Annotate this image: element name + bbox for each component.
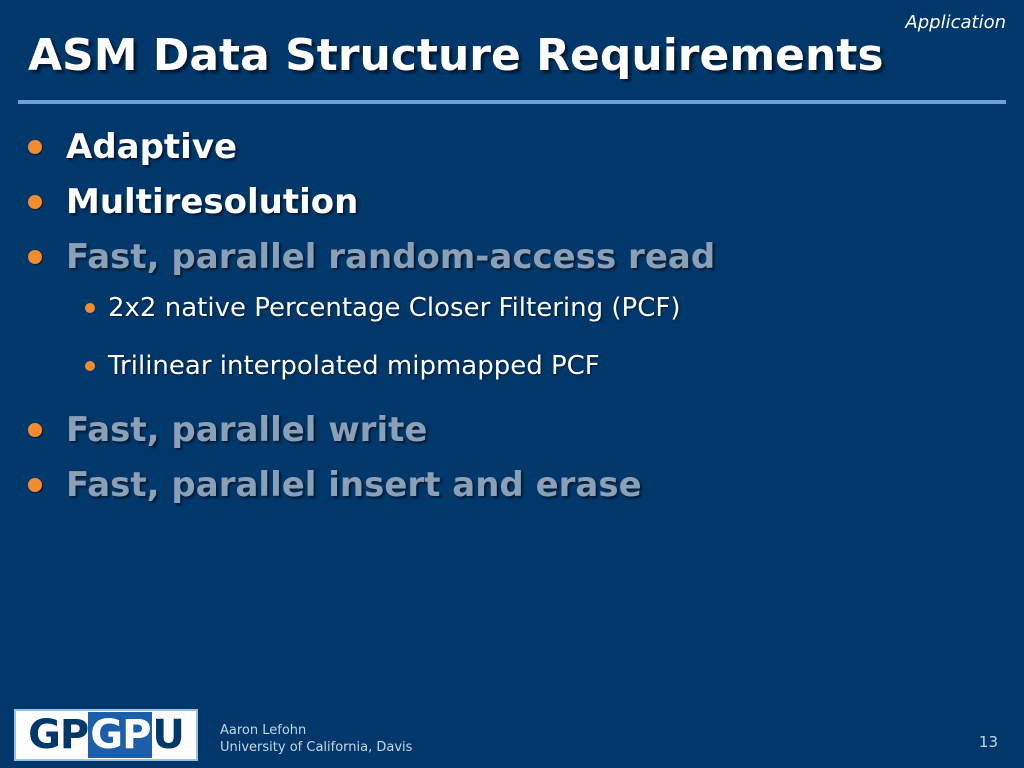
bullet-text: Multiresolution (66, 182, 359, 222)
bullet-parallel-write: Fast, parallel write (28, 410, 427, 450)
subbullet-text: Trilinear interpolated mipmapped PCF (108, 351, 600, 381)
bullet-text: Adaptive (66, 127, 238, 167)
logo-part-gp: GP (28, 712, 89, 758)
bullet-dot-icon (28, 140, 42, 154)
subbullet-mipmapped-pcf: Trilinear interpolated mipmapped PCF (85, 351, 600, 381)
bullet-dot-icon (28, 195, 42, 209)
logo-part-u: U (152, 712, 185, 758)
subbullet-text: 2x2 native Percentage Closer Filtering (… (108, 293, 681, 323)
author-name: Aaron Lefohn (220, 723, 307, 738)
author-affiliation: University of California, Davis (220, 740, 413, 755)
subbullet-pcf: 2x2 native Percentage Closer Filtering (… (85, 293, 680, 323)
bullet-text: Fast, parallel random-access read (66, 237, 716, 277)
bullet-text: Fast, parallel write (66, 410, 428, 450)
footer-credits: Aaron Lefohn University of California, D… (220, 722, 412, 756)
bullet-insert-erase: Fast, parallel insert and erase (28, 465, 642, 505)
bullet-multiresolution: Multiresolution (28, 182, 358, 222)
logo-part-gp-highlight: GP (88, 712, 153, 758)
subbullet-dot-icon (85, 361, 95, 371)
bullet-dot-icon (28, 423, 42, 437)
subbullet-dot-icon (85, 303, 95, 313)
bullet-dot-icon (28, 250, 42, 264)
slide-title: ASM Data Structure Requirements (28, 30, 884, 81)
title-divider (18, 100, 1006, 104)
bullet-adaptive: Adaptive (28, 127, 237, 167)
page-number: 13 (978, 733, 998, 751)
bullet-random-access-read: Fast, parallel random-access read (28, 237, 715, 277)
bullet-dot-icon (28, 478, 42, 492)
section-label: Application (905, 12, 1006, 33)
bullet-text: Fast, parallel insert and erase (66, 465, 642, 505)
